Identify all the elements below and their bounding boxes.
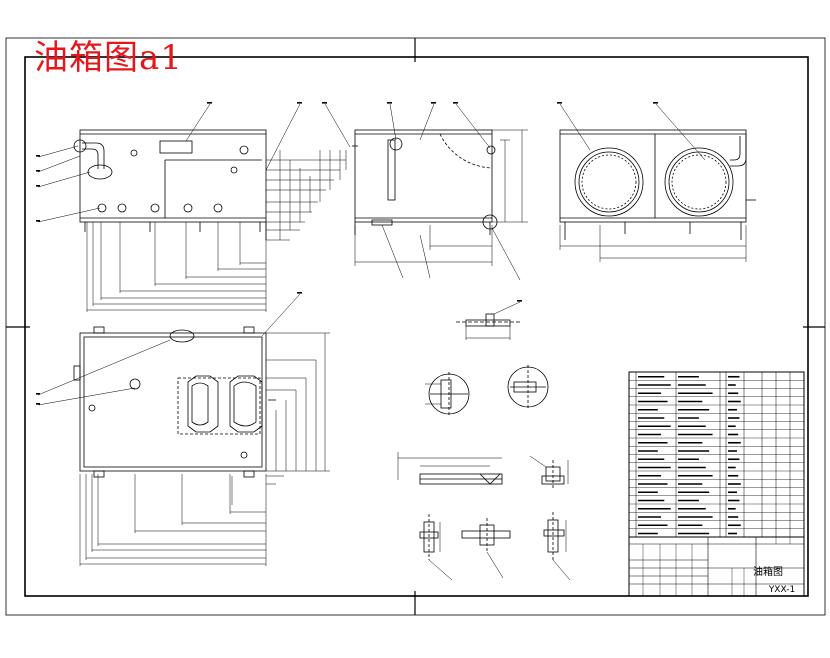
top-view [73, 326, 276, 478]
detail-b [425, 372, 470, 416]
side-dimensions [354, 103, 528, 281]
title-block-name: 油箱图 [753, 565, 783, 578]
detail-d [397, 452, 503, 485]
end-view [559, 129, 756, 240]
inner-frame [24, 56, 809, 597]
detail-g [461, 518, 511, 579]
leader-tick-marks [36, 102, 658, 405]
title-block-drawing-no: YXX-1 [768, 585, 795, 595]
outer-frame [5, 37, 826, 616]
top-dimensions [37, 293, 330, 566]
centering-marks [6, 38, 825, 615]
parts-list-entries [638, 375, 741, 535]
detail-a [456, 301, 521, 340]
side-view [352, 129, 498, 235]
front-leaders [37, 103, 351, 223]
title-block [628, 536, 805, 597]
parts-list-rows [629, 380, 804, 538]
front-dimensions [86, 150, 347, 312]
drawing-title: 油箱图a1 [34, 38, 183, 78]
detail-c [507, 365, 549, 409]
front-view [73, 129, 267, 240]
detail-h [543, 512, 571, 581]
detail-f [419, 514, 453, 581]
end-dimensions [559, 103, 747, 262]
detail-e [529, 455, 569, 490]
